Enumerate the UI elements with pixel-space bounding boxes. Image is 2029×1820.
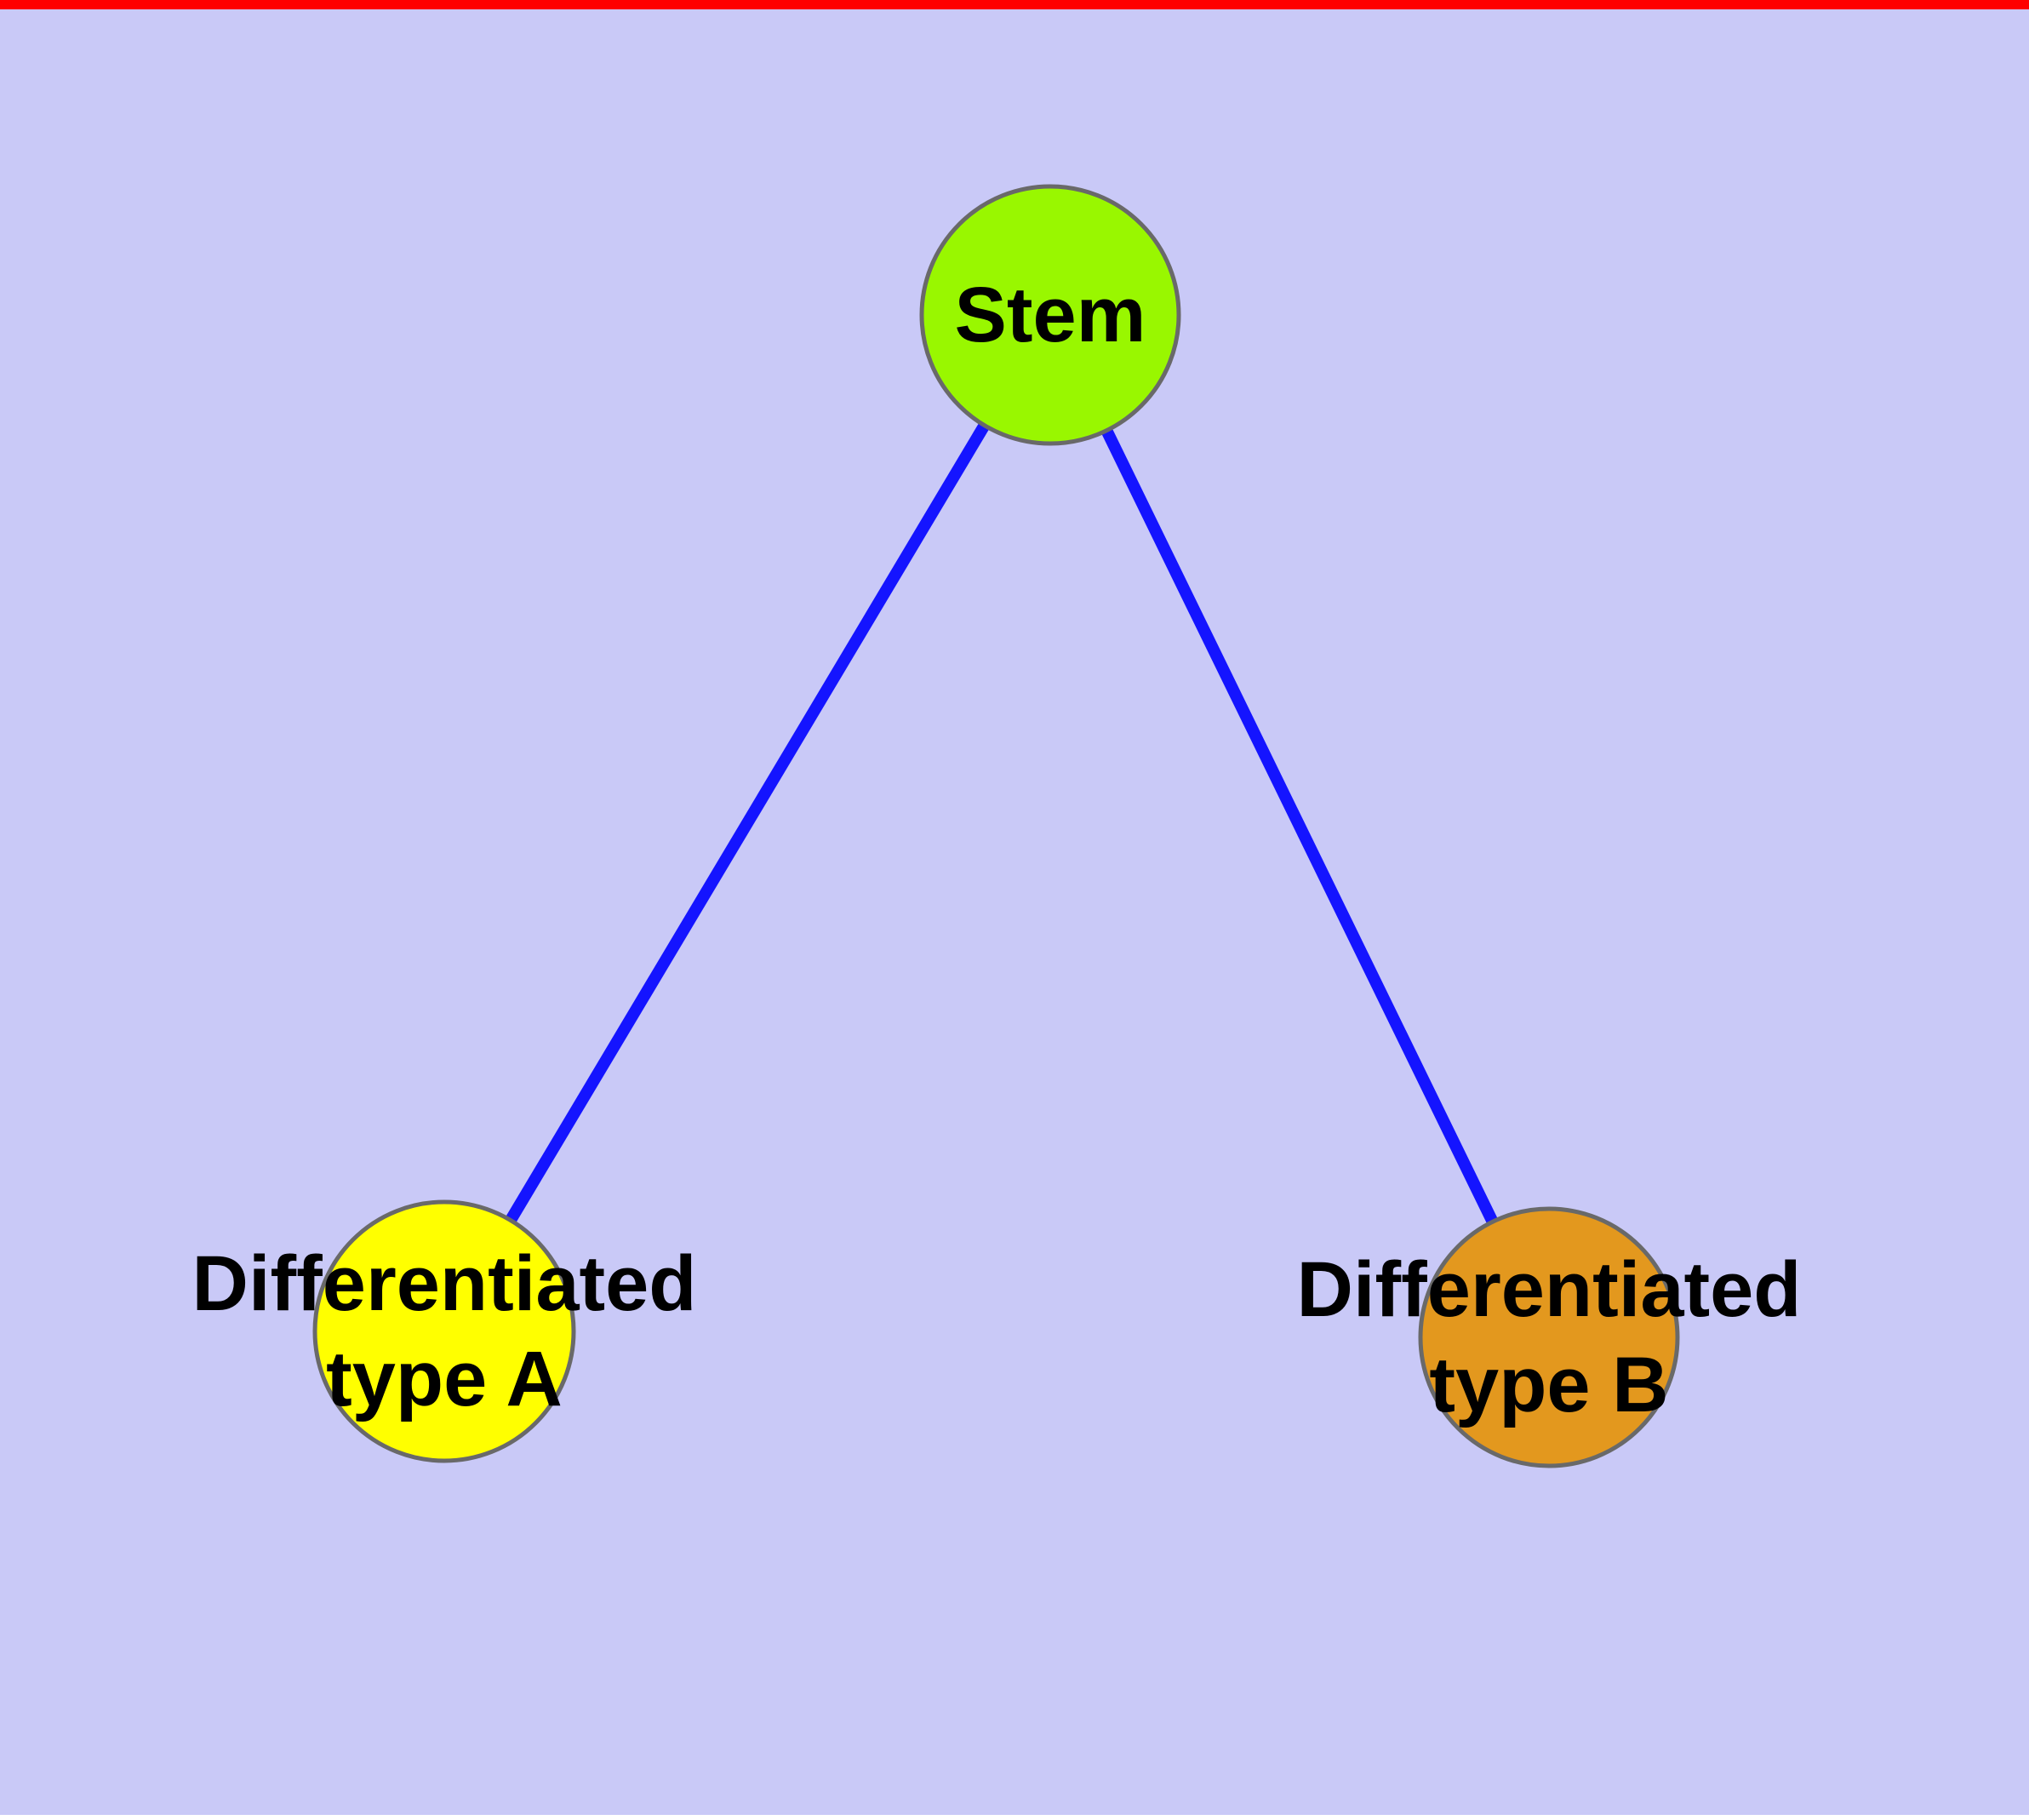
node-label-type-a: Differentiated type A — [191, 1239, 697, 1422]
node-label-type-b: Differentiated type B — [1296, 1245, 1802, 1428]
bottom-border-strip — [0, 1815, 2029, 1820]
node-type-b — [1418, 1206, 1680, 1468]
edge-stem-to-type-b — [1044, 312, 1555, 1341]
node-type-a — [312, 1199, 576, 1463]
node-label-stem: Stem — [954, 271, 1146, 358]
top-border-strip — [0, 0, 2029, 9]
edge-stem-to-type-a — [438, 312, 1056, 1335]
node-stem — [919, 184, 1181, 446]
